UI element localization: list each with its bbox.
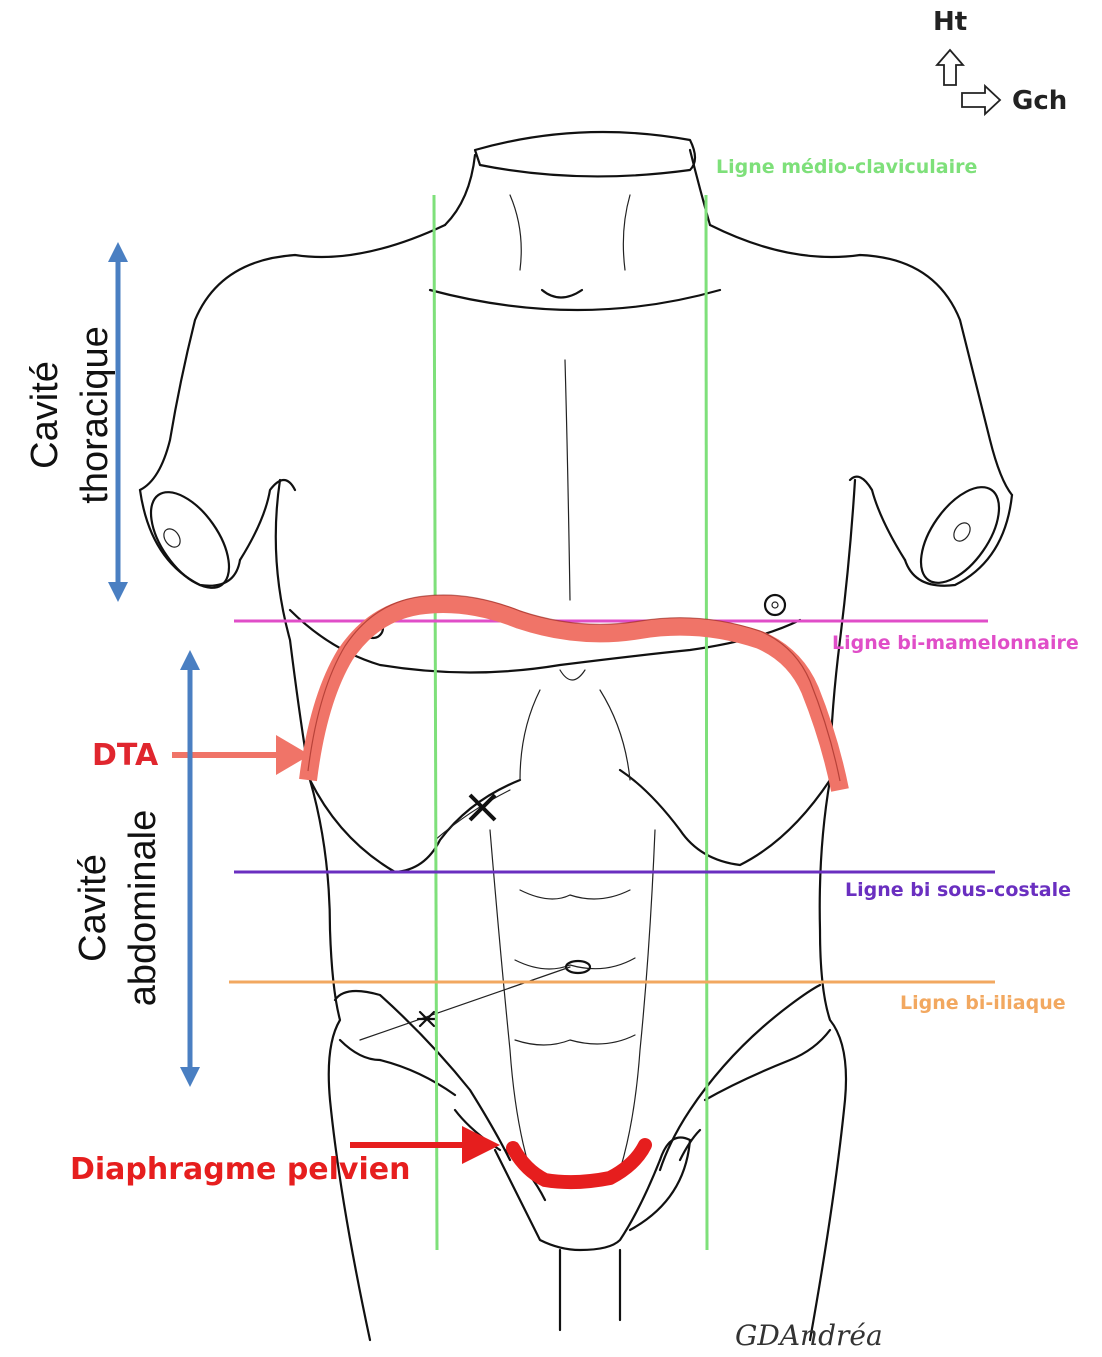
- medio-claviculaire-lines: [434, 195, 707, 1250]
- up-label: Ht: [933, 7, 967, 37]
- abdominal-cavity-label: Cavité abdominale: [72, 810, 164, 1006]
- bi-sous-costale-label: Ligne bi sous-costale: [845, 879, 1071, 901]
- diaphragme-pelvien-label: Diaphragme pelvien: [70, 1152, 410, 1187]
- left-arrow-icon: [962, 86, 1000, 114]
- abdominal-label-line1: Cavité: [72, 854, 114, 962]
- mc-burney-point: [418, 1012, 436, 1026]
- thoracic-label-line2: thoracique: [74, 326, 116, 503]
- thoracic-label-line1: Cavité: [24, 361, 66, 469]
- medio-claviculaire-label: Ligne médio-claviculaire: [716, 156, 977, 178]
- bi-iliaque-label: Ligne bi-iliaque: [900, 992, 1066, 1014]
- signature: GDAndréa: [735, 1319, 883, 1352]
- gch-label: Gch: [1012, 86, 1067, 116]
- dta-diaphragm: [308, 595, 840, 790]
- dta-arrow: [172, 735, 310, 775]
- signature-text: GDAndréa: [735, 1319, 883, 1352]
- up-arrow-icon: [937, 50, 963, 85]
- orientation-indicator: Ht Gch: [933, 7, 1067, 116]
- dta-label: DTA: [92, 738, 159, 773]
- bi-mamelonnaire-label: Ligne bi-mamelonnaire: [832, 632, 1079, 654]
- thoracic-cavity-label: Cavité thoracique: [24, 326, 116, 503]
- abdominal-label-line2: abdominale: [122, 810, 164, 1006]
